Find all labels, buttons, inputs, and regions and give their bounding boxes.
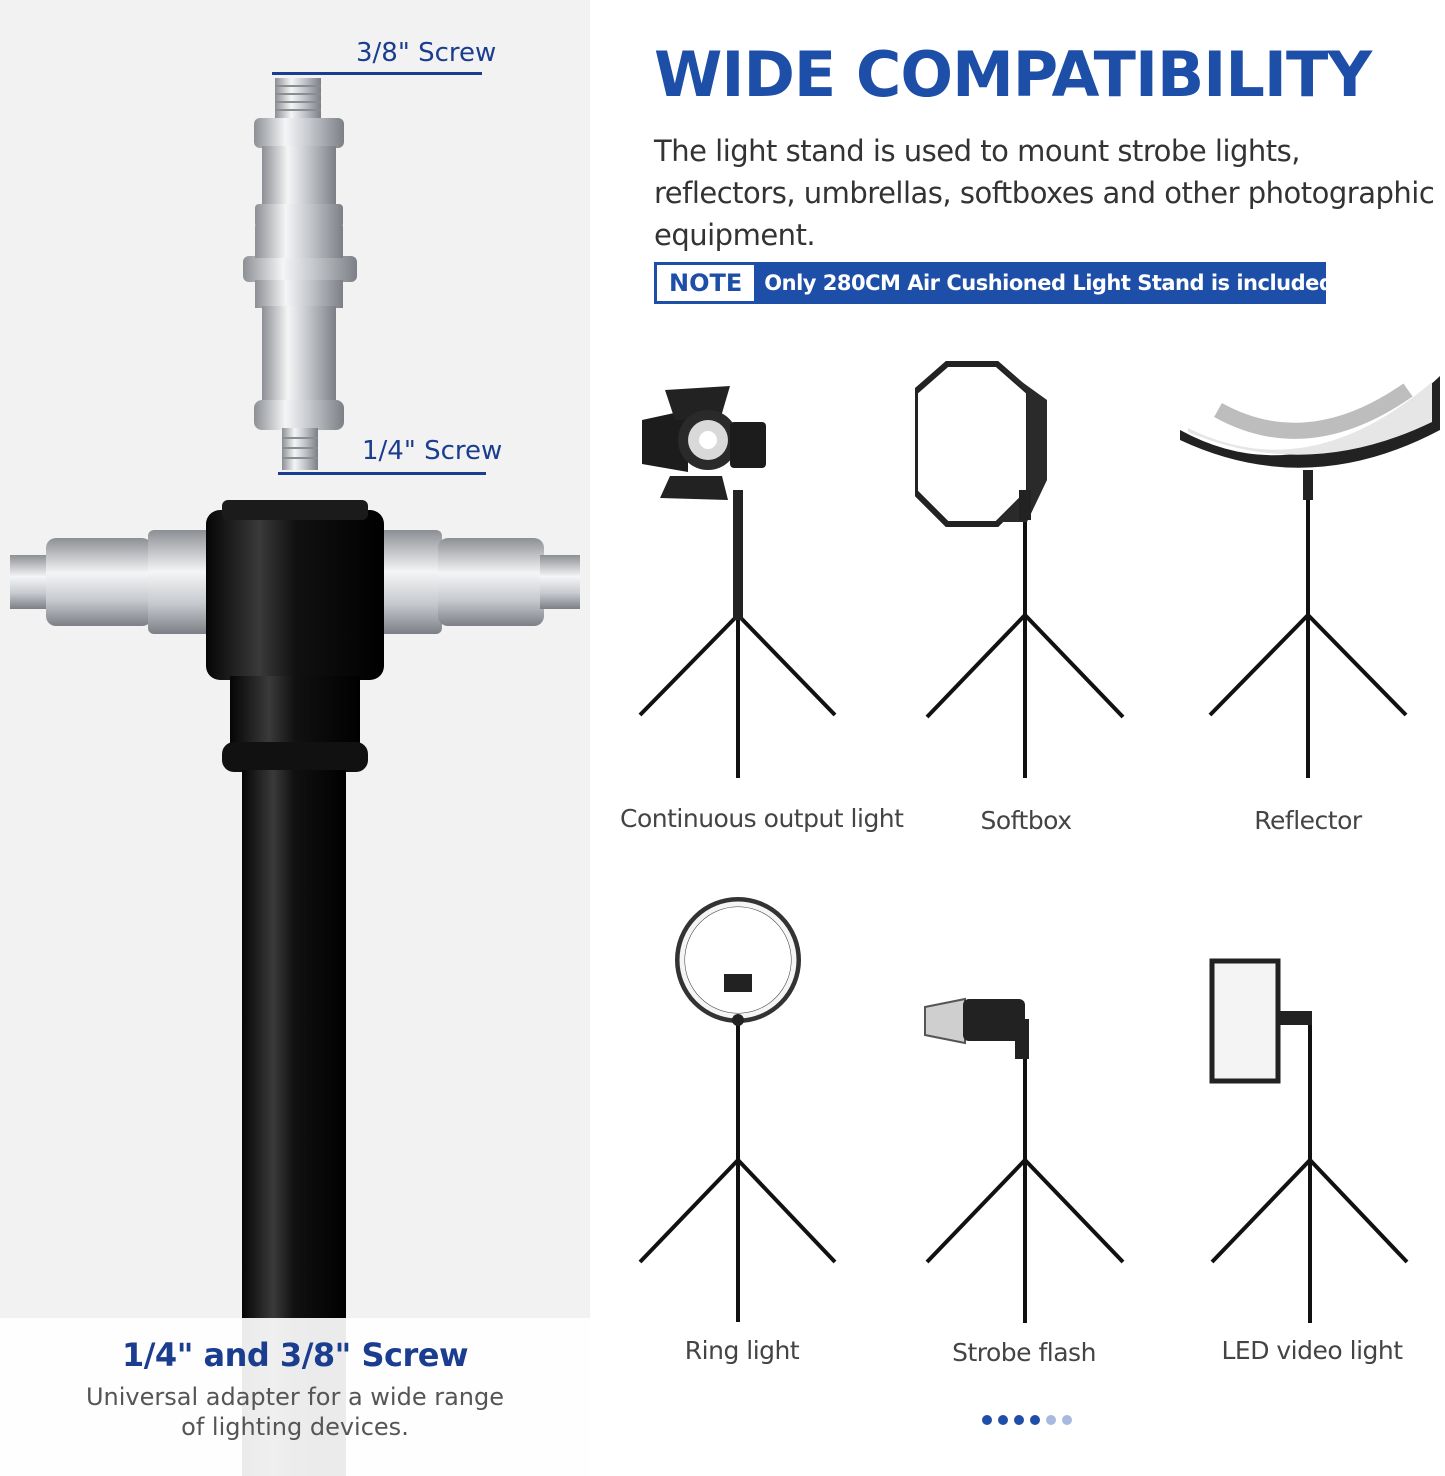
device-label-led: LED video light xyxy=(1221,1336,1403,1365)
strobe-flash-icon xyxy=(924,997,1125,1323)
softbox-brand: NEEWER xyxy=(1012,448,1023,491)
top-screw-line xyxy=(272,72,482,75)
top-thread xyxy=(275,78,321,122)
device-label-continuous: Continuous output light xyxy=(620,804,904,833)
pagination-dot[interactable] xyxy=(1062,1415,1072,1425)
reflector-icon xyxy=(1180,376,1440,778)
pagination-dot[interactable] xyxy=(1046,1415,1056,1425)
stand-head xyxy=(206,510,384,680)
pagination-dot[interactable] xyxy=(998,1415,1008,1425)
note-tag: NOTE xyxy=(657,265,755,301)
adapter-illustration xyxy=(10,78,580,1476)
headline: WIDE COMPATIBILITY xyxy=(654,38,1372,111)
pagination-dot[interactable] xyxy=(1014,1415,1024,1425)
feature-caption: 1/4" and 3/8" Screw Universal adapter fo… xyxy=(0,1318,590,1476)
bottom-screw-label: 1/4" Screw xyxy=(362,436,503,466)
continuous-light-icon xyxy=(638,386,837,778)
pagination-dot[interactable] xyxy=(982,1415,992,1425)
pagination-dot[interactable] xyxy=(1030,1415,1040,1425)
device-label-ring: Ring light xyxy=(684,1336,800,1365)
ring-light-icon xyxy=(638,897,837,1322)
device-label-softbox: Softbox xyxy=(980,806,1072,835)
softbox-icon: NEEWER xyxy=(915,361,1125,778)
caption-description: Universal adapter for a wide range of li… xyxy=(85,1383,505,1441)
top-screw-label: 3/8" Screw xyxy=(356,38,497,68)
compatibility-panel: WIDE COMPATIBILITY The light stand is us… xyxy=(590,0,1445,1476)
note-text: Only 280CM Air Cushioned Light Stand is … xyxy=(764,271,1341,295)
bottom-screw-line xyxy=(278,472,486,475)
caption-title: 1/4" and 3/8" Screw xyxy=(121,1336,469,1374)
product-detail-panel: 3/8" Screw 1/4" Screw 1/4" and 3/8" Scre… xyxy=(0,0,590,1476)
pagination-dots xyxy=(982,1415,1072,1425)
device-label-strobe: Strobe flash xyxy=(952,1338,1096,1367)
led-panel-icon xyxy=(1209,958,1409,1323)
device-label-reflector: Reflector xyxy=(1254,806,1362,835)
note-banner: NOTE Only 280CM Air Cushioned Light Stan… xyxy=(654,262,1341,304)
compatibility-description: The light stand is used to mount strobe … xyxy=(654,134,1435,252)
